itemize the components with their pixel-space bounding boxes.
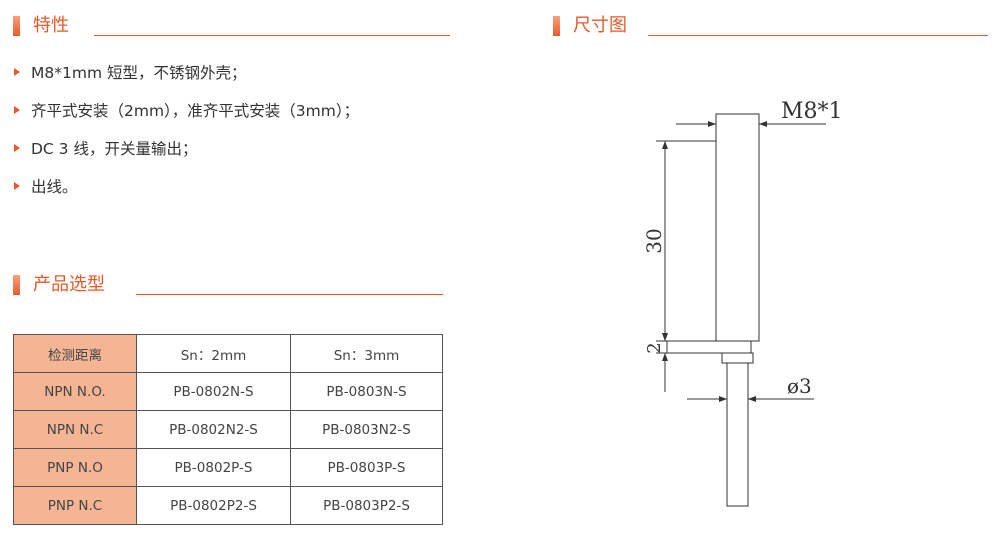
section-divider bbox=[136, 294, 443, 295]
feature-item: M8*1mm 短型，不锈钢外壳； bbox=[14, 62, 246, 84]
cable-label: ø3 bbox=[787, 374, 812, 398]
selection-table: 检测距离 Sn：2mm Sn：3mm NPN N.O. PB-0802N-S P… bbox=[13, 334, 443, 525]
section-marker-icon bbox=[553, 16, 560, 36]
table-row-label: PNP N.O bbox=[13, 448, 137, 487]
length-label: 30 bbox=[642, 228, 666, 253]
features-header: 特性 bbox=[13, 14, 450, 38]
thread-label: M8*1 bbox=[781, 99, 840, 124]
table-header-cell: 检测距离 bbox=[13, 334, 137, 373]
table-header-cell: Sn：2mm bbox=[136, 334, 291, 373]
table-cell: PB-0802N2-S bbox=[136, 410, 291, 449]
bullet-icon bbox=[14, 106, 20, 114]
features-title: 特性 bbox=[33, 15, 69, 36]
bullet-icon bbox=[14, 182, 20, 190]
dimension-drawing: M8*1 30 2 ø3 bbox=[642, 99, 840, 507]
table-cell: PB-0803P2-S bbox=[290, 486, 443, 525]
bullet-icon bbox=[14, 144, 20, 152]
table-row: NPN N.O. PB-0802N-S PB-0803N-S bbox=[13, 372, 443, 411]
table-row-label: PNP N.C bbox=[13, 486, 137, 525]
table-cell: PB-0803P-S bbox=[290, 448, 443, 487]
table-cell: PB-0803N2-S bbox=[290, 410, 443, 449]
table-header-cell: Sn：3mm bbox=[290, 334, 443, 373]
table-cell: PB-0802P2-S bbox=[136, 486, 291, 525]
table-row-label: NPN N.O. bbox=[13, 372, 137, 411]
sensor-nut bbox=[666, 340, 752, 354]
feature-item: 齐平式安装（2mm），准齐平式安装（3mm）； bbox=[14, 100, 359, 122]
feature-item: DC 3 线，开关量输出； bbox=[14, 138, 197, 160]
dimensions-title: 尺寸图 bbox=[573, 15, 627, 36]
dimensions-header: 尺寸图 bbox=[553, 14, 988, 38]
sensor-body bbox=[715, 113, 760, 342]
selection-header: 产品选型 bbox=[13, 273, 443, 297]
nut-label: 2 bbox=[644, 342, 665, 353]
table-row: NPN N.C PB-0802N2-S PB-0803N2-S bbox=[13, 410, 443, 449]
feature-item: 出线。 bbox=[14, 176, 78, 198]
table-cell: PB-0802N-S bbox=[136, 372, 291, 411]
section-marker-icon bbox=[13, 275, 20, 295]
table-cell: PB-0802P-S bbox=[136, 448, 291, 487]
section-marker-icon bbox=[13, 16, 20, 36]
table-header-row: 检测距离 Sn：2mm Sn：3mm bbox=[13, 334, 443, 373]
bullet-icon bbox=[14, 68, 20, 76]
section-divider bbox=[648, 35, 988, 36]
table-cell: PB-0803N-S bbox=[290, 372, 443, 411]
table-row: PNP N.O PB-0802P-S PB-0803P-S bbox=[13, 448, 443, 487]
selection-title: 产品选型 bbox=[33, 274, 105, 295]
sensor-collar bbox=[721, 352, 754, 364]
table-row: PNP N.C PB-0802P2-S PB-0803P2-S bbox=[13, 486, 443, 525]
section-divider bbox=[94, 35, 450, 36]
sensor-cable bbox=[726, 362, 749, 507]
table-row-label: NPN N.C bbox=[13, 410, 137, 449]
